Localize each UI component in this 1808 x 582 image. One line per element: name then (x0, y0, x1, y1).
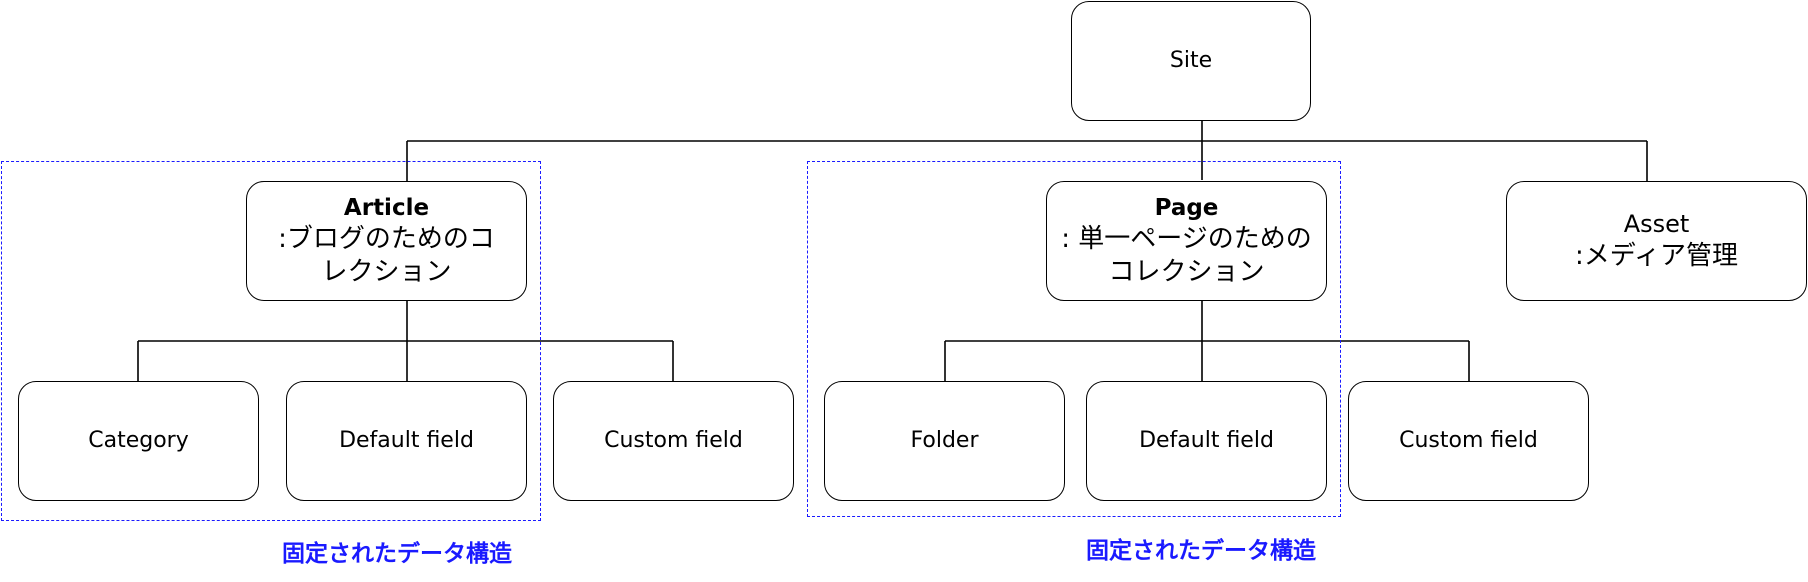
page-description-line2: コレクション (1108, 256, 1265, 287)
article-node: Article :ブログのためのコ レクション (246, 181, 527, 301)
site-node: Site (1071, 1, 1311, 121)
article-description-line2: レクション (321, 256, 452, 287)
page-group-label: 固定されたデータ構造 (1086, 538, 1316, 564)
page-node: Page : 単一ページのための コレクション (1046, 181, 1327, 301)
page-custom-field-node: Custom field (1348, 381, 1589, 501)
article-description-line1: :ブログのためのコ (278, 224, 495, 255)
site-label: Site (1169, 47, 1213, 73)
article-custom-field-node: Custom field (553, 381, 794, 501)
article-default-field-node: Default field (286, 381, 527, 501)
asset-title: Asset (1623, 210, 1690, 239)
page-default-field-node: Default field (1086, 381, 1327, 501)
category-label: Category (88, 427, 189, 453)
page-group-box (807, 161, 1341, 517)
article-group-label: 固定されたデータ構造 (282, 541, 512, 567)
article-default-field-label: Default field (339, 427, 474, 453)
article-group-box (1, 161, 541, 521)
page-title: Page (1154, 194, 1219, 221)
category-node: Category (18, 381, 259, 501)
folder-label: Folder (910, 427, 979, 453)
asset-description: :メディア管理 (1575, 241, 1738, 272)
article-custom-field-label: Custom field (604, 427, 743, 453)
folder-node: Folder (824, 381, 1065, 501)
page-description-line1: : 単一ページのための (1061, 224, 1312, 255)
page-custom-field-label: Custom field (1399, 427, 1538, 453)
article-title: Article (343, 194, 430, 221)
page-default-field-label: Default field (1139, 427, 1274, 453)
asset-node: Asset :メディア管理 (1506, 181, 1807, 301)
